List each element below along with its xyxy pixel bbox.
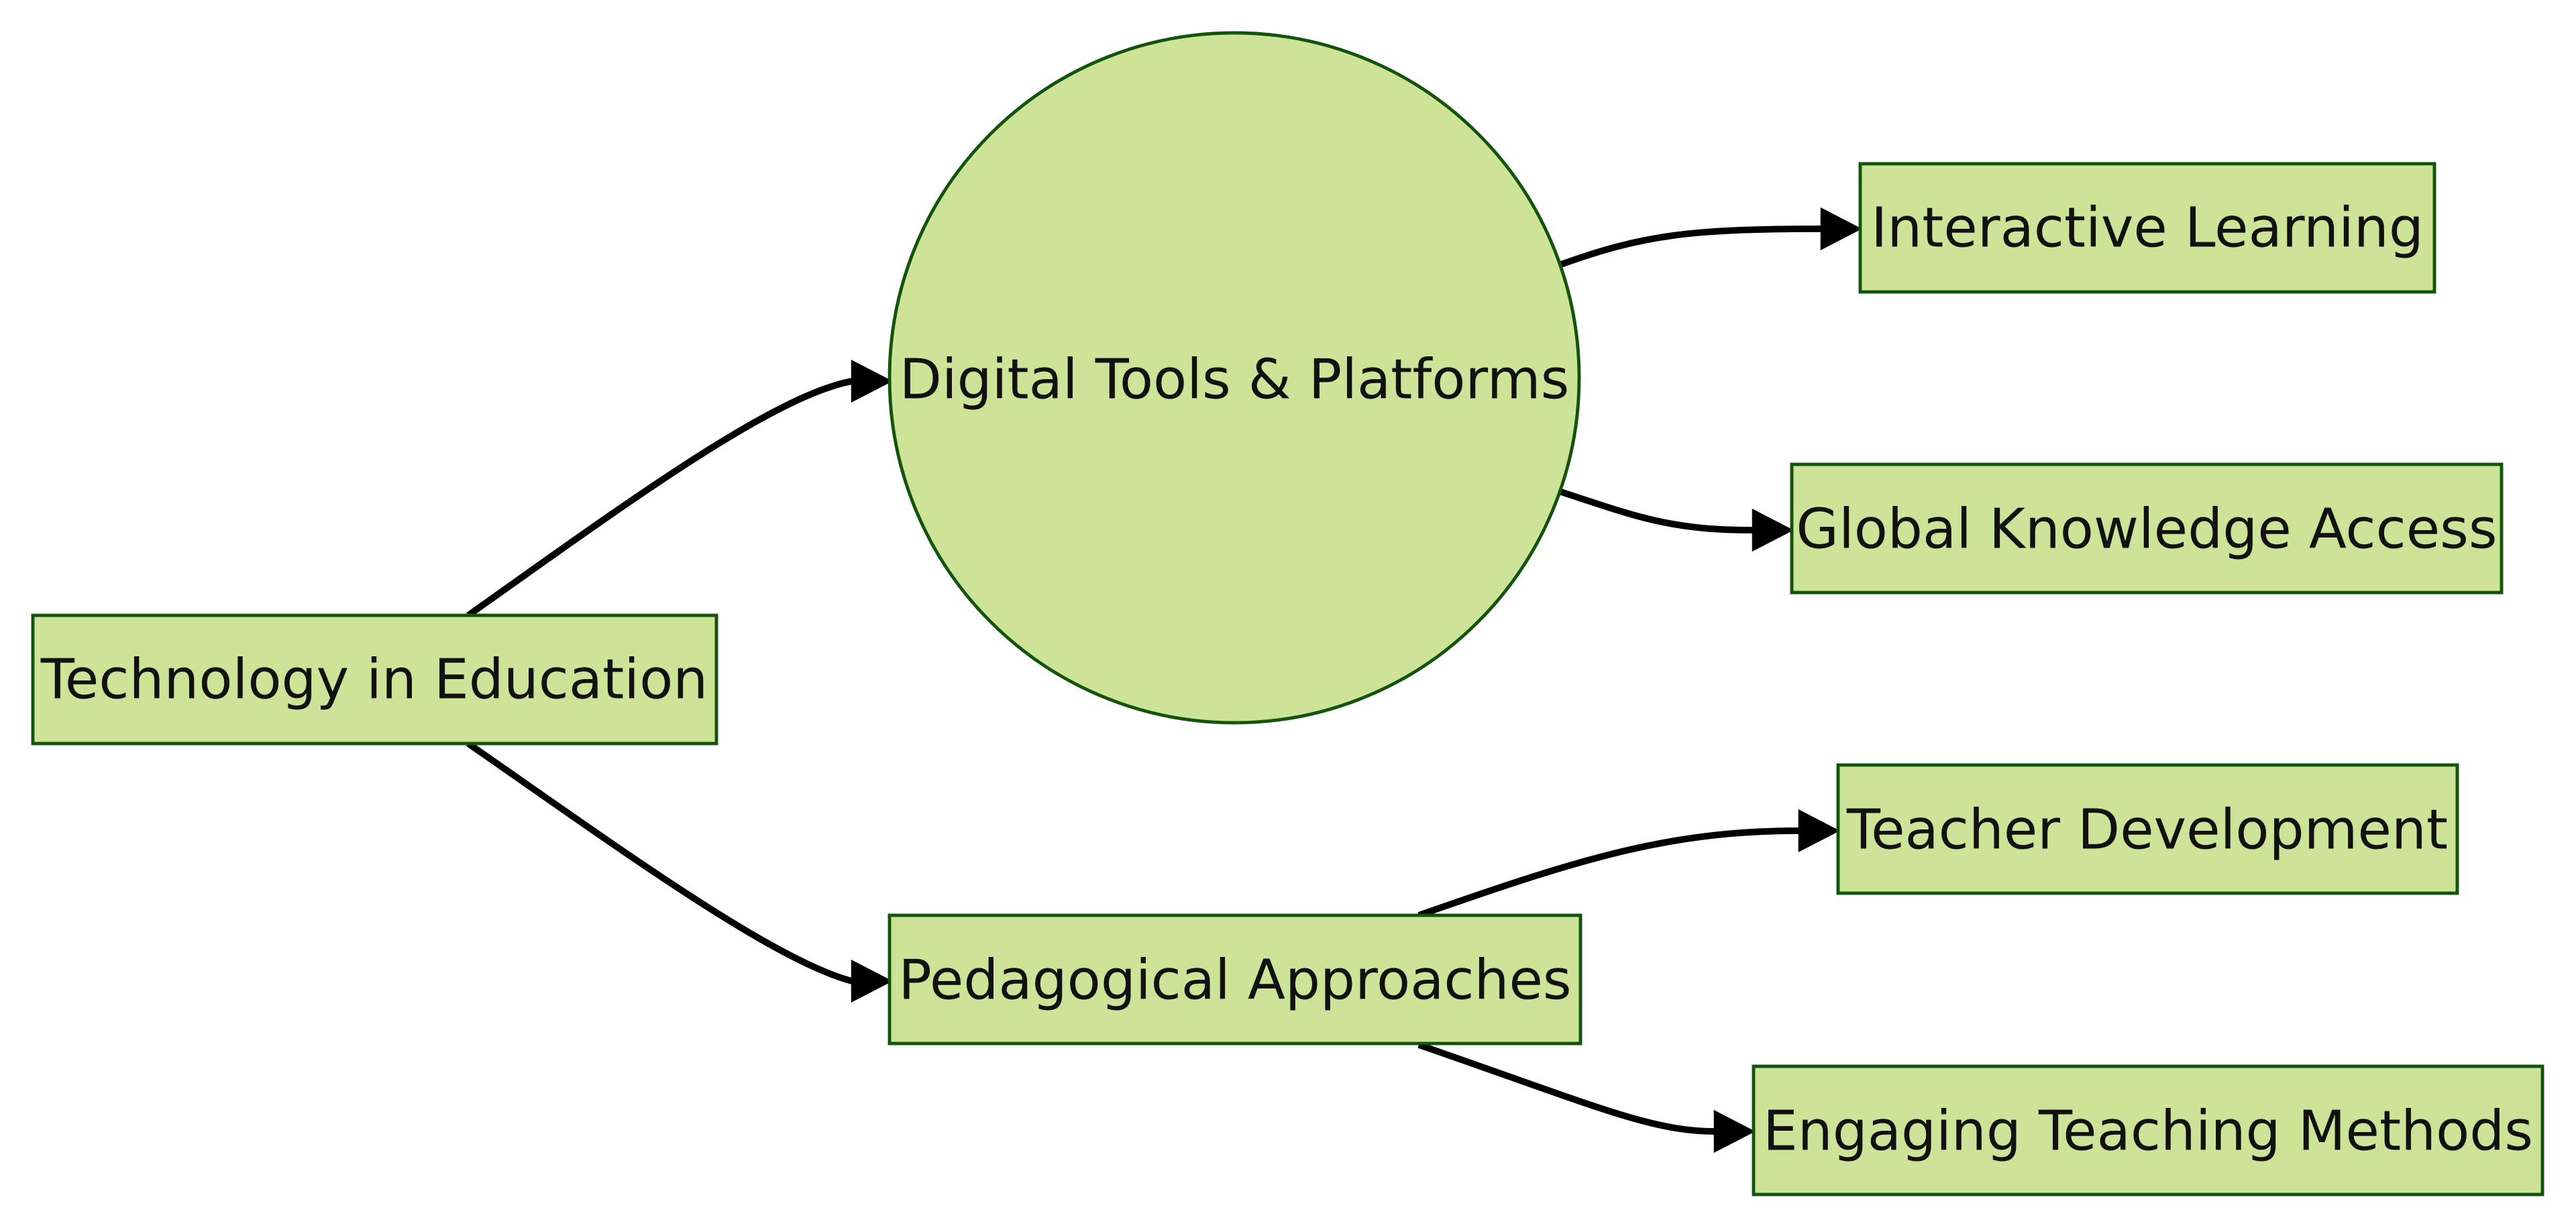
arrowhead-engaging-icon	[1713, 1109, 1756, 1154]
arrowhead-interactive-icon	[1820, 207, 1862, 251]
node-global-knowledge-access[interactable]: Global Knowledge Access	[1790, 462, 2504, 595]
arrowhead-pedagogical-icon	[851, 959, 893, 1003]
edge-pedagogical-to-teacher-dev	[1417, 827, 1800, 919]
edges	[466, 207, 1862, 1154]
node-teacher-development[interactable]: Teacher Development	[1836, 763, 2459, 895]
node-label-digital-tools: Digital Tools & Platforms	[900, 348, 1570, 412]
arrowhead-global-knowledge-icon	[1752, 508, 1794, 552]
edge-digital-tools-to-global-knowledge	[1560, 489, 1754, 533]
edge-digital-tools-to-interactive	[1560, 225, 1822, 268]
node-label-teacher-dev: Teacher Development	[1846, 799, 2448, 862]
edge-pedagogical-to-engaging	[1417, 1041, 1715, 1135]
node-label-engaging: Engaging Teaching Methods	[1763, 1100, 2533, 1164]
node-engaging-teaching-methods[interactable]: Engaging Teaching Methods	[1752, 1064, 2544, 1196]
edge-technology-to-digital-tools	[466, 378, 853, 619]
node-label-interactive: Interactive Learning	[1871, 197, 2424, 260]
node-label-global-knowledge: Global Knowledge Access	[1796, 498, 2497, 562]
node-label-technology: Technology in Education	[40, 648, 708, 712]
node-interactive-learning[interactable]: Interactive Learning	[1858, 162, 2436, 294]
node-digital-tools-platforms[interactable]: Digital Tools & Platforms	[888, 31, 1581, 725]
node-pedagogical-approaches[interactable]: Pedagogical Approaches	[888, 913, 1582, 1046]
arrowhead-teacher-dev-icon	[1798, 809, 1840, 853]
node-label-pedagogical: Pedagogical Approaches	[898, 949, 1571, 1013]
node-technology-in-education[interactable]: Technology in Education	[31, 613, 718, 746]
arrowhead-digital-tools-icon	[851, 359, 893, 403]
edge-technology-to-pedagogical	[466, 740, 853, 984]
